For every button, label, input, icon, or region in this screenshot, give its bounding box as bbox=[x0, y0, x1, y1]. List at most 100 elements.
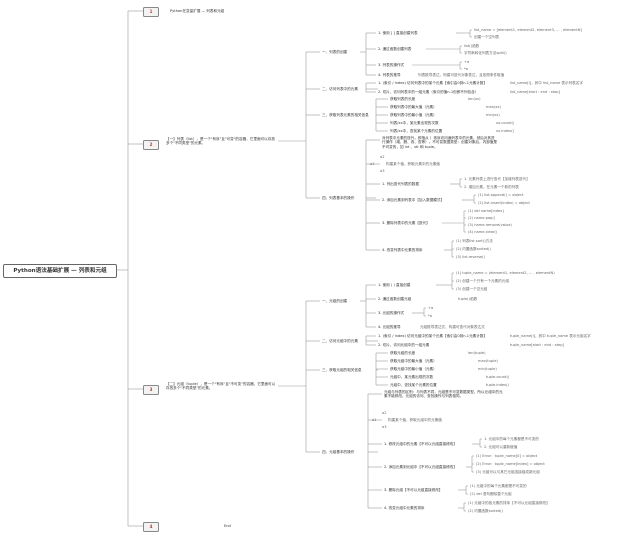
bottom-note: End bbox=[224, 524, 231, 528]
tuple-s3-i5[interactable]: 元组中，查找某个元素的位置 bbox=[390, 383, 437, 387]
list-s3-i4[interactable]: 列表/xx中，某元素出现的次数 bbox=[390, 121, 439, 125]
list-s3-title[interactable]: 三、获取列表元素的相关信息 bbox=[322, 113, 369, 117]
branch-tag-3[interactable]: 3 bbox=[143, 385, 159, 395]
list-s1-i3a: +a bbox=[464, 60, 470, 64]
list-s4-i1a: 1. 元素列表上进行迭代【加增列表迭代】 bbox=[464, 177, 530, 181]
tuple-s3-i3a: min(tuple) bbox=[478, 367, 497, 371]
list-s2-i2a: list_name[start : end : step] bbox=[510, 90, 560, 94]
list-s4-i2a: (1) list.append() = object bbox=[478, 193, 524, 197]
list-s1-i2a: list()函数 bbox=[464, 44, 480, 48]
branch-tag-2[interactable]: 2 bbox=[143, 140, 159, 150]
list-s1-i3[interactable]: 3. 列表的操作式 bbox=[378, 63, 405, 67]
list-s4-i3b: (2) name.pop() bbox=[468, 216, 496, 220]
tuple-intro[interactable]: 【二】元组（tuple），是一个"有序"且"不可变"的容器，它里面可以存放多个"… bbox=[166, 382, 276, 391]
list-s4-i4c: (3) list.reverse() bbox=[456, 255, 485, 259]
list-s4-note: 对列表中元素的迭代，即指从 ）依序访问遍列表中的元素，然后对其进行操作（增、删、… bbox=[382, 136, 497, 149]
list-s1-i4[interactable]: 4. 列表的推导 bbox=[378, 73, 401, 77]
tuple-s4-i3[interactable]: 3. 删除元组【不可以元组直接修改】 bbox=[384, 488, 443, 492]
list-s1-i2b: 字符串转化列表方法split() bbox=[464, 51, 507, 55]
tuple-s1-i3[interactable]: 3. 元组的操作式 bbox=[378, 311, 405, 315]
list-s3-i1[interactable]: 获取列表的长度 bbox=[390, 97, 416, 101]
tuple-s4-i2c: (3) 元组可以与其它元组连接组成新元组 bbox=[476, 470, 540, 474]
tuple-s3-title[interactable]: 三、获取元组的相关信息 bbox=[322, 368, 362, 372]
list-s1-title[interactable]: 一、列表的创建 bbox=[322, 50, 348, 54]
list-s3-i1a: len(xx) bbox=[468, 97, 481, 101]
top-note: Python在变量扩展 — 列表和元组 bbox=[170, 9, 225, 13]
tuple-s4-note: 元组与列表的区别：与列表不同，元组是不可变数据类型，所以元组中的元素不能修改。元… bbox=[384, 390, 503, 399]
list-s1-i1b: 创建一个空列表 bbox=[474, 35, 500, 39]
tuple-s2-i1[interactable]: 1. (索引 / index) 访问元组中的某个元素【索引由0到n-1元素计数】 bbox=[378, 334, 488, 338]
list-s4-i4a: (1) 列表list.sort()方法 bbox=[456, 239, 493, 243]
list-s2-title[interactable]: 二、访问列表中的元素 bbox=[322, 87, 358, 91]
list-s2-i1a: list_name[i]，其中 list_name 表示列表名字 bbox=[510, 81, 583, 85]
tuple-s4-i4b: (2) 内置函数sorted() bbox=[468, 509, 503, 513]
tuple-s3-i4a: tuple.count() bbox=[486, 375, 510, 379]
tuple-s1-i1c: (3) 创建一个空元组 bbox=[456, 287, 488, 291]
list-s4-i0a: a2 bbox=[380, 155, 385, 159]
tuple-s3-i2[interactable]: 获取元组中的最大值（元素） bbox=[390, 359, 437, 363]
tuple-s1-i1a: (1) tuple_name = (element1, element2, ..… bbox=[456, 271, 555, 275]
list-s1-i4a: 列表推导表达，构建可迭代对象表达，且依照条件取值 bbox=[418, 73, 505, 77]
tuple-s2-i2a: tuple_name[start : end : step] bbox=[510, 343, 564, 347]
list-s4-title[interactable]: 四、列表基本的操作 bbox=[322, 196, 355, 200]
list-s1-i3b: *a bbox=[464, 67, 468, 71]
tuple-s3-i3[interactable]: 获取元组中的最小值（元素） bbox=[390, 367, 437, 371]
branch-tag-1[interactable]: 1 bbox=[143, 7, 159, 17]
tuple-s2-title[interactable]: 二、访问元组中的元素 bbox=[322, 339, 358, 343]
list-s4-i0b: a1 bbox=[370, 162, 375, 166]
tuple-s1-i4a: 元组推导表达式、构建可迭代对象表达式 bbox=[420, 325, 485, 329]
tuple-s4-i1a: 1. 元组中的每个元素都是不可变的 bbox=[484, 437, 539, 441]
list-s4-i3d: (4) name.clear() bbox=[468, 230, 498, 234]
list-s1-i1a: list_name = [element1, element2, element… bbox=[474, 28, 582, 32]
list-s1-i2[interactable]: 2. 通过函数创建列表 bbox=[378, 47, 412, 51]
list-s4-i4b: (2) 内置函数sorted() bbox=[456, 247, 491, 251]
tuple-s1-i3b: *a bbox=[428, 314, 432, 318]
list-s3-i5a: xx.index() bbox=[496, 129, 515, 133]
tuple-s4-i0b: a1 bbox=[372, 418, 377, 422]
tuple-s4-i2a: (1) Error：tuple_name[0] = object bbox=[476, 454, 538, 458]
tuple-s3-i1[interactable]: 获取元组的长度 bbox=[390, 351, 416, 355]
tuple-s4-i0c: 构建某个值，获取元组中的元素值 bbox=[388, 418, 442, 422]
tuple-s1-i1[interactable]: 1. 使用 ( ) 直接创建 bbox=[378, 283, 411, 287]
tuple-s3-i1a: len(tuple) bbox=[468, 351, 486, 355]
list-s3-i4a: xx.count() bbox=[496, 121, 515, 125]
tuple-s1-i4[interactable]: 4. 元组的推导 bbox=[378, 325, 401, 329]
list-s4-i4[interactable]: 4. 改变列表中元素的排序 bbox=[382, 248, 423, 252]
list-s4-i1[interactable]: 1. 列出迭代列表的数据 bbox=[382, 182, 419, 186]
list-s3-i5[interactable]: 列表/xx中，查找某个元素的位置 bbox=[390, 129, 443, 133]
list-s4-i2b: (2) list.insert(index) = object bbox=[478, 201, 530, 205]
list-s3-i3[interactable]: 获取列表中的最小值（元素） bbox=[390, 113, 437, 117]
list-s3-i3a: min(xx) bbox=[486, 113, 500, 117]
tuple-s1-i2a: tuple()函数 bbox=[458, 297, 478, 301]
tuple-s1-title[interactable]: 一、元组的创建 bbox=[322, 299, 348, 303]
list-s3-i2[interactable]: 获取列表中的最大值（元素） bbox=[390, 105, 437, 109]
list-s4-i3[interactable]: 3. 删除列表中的元素【迭代】 bbox=[382, 221, 430, 225]
list-s4-i1b: 2. 增加元素，在元素一个新的列表 bbox=[464, 185, 519, 189]
list-s4-i0c: 构建某个值，获取元素中的元素值 bbox=[386, 162, 440, 166]
list-s2-i1[interactable]: 1. (索引 / index) 访问列表中的某个元素【索引由0到n-1元素计数】 bbox=[378, 81, 488, 85]
tuple-s1-i3a: +a bbox=[428, 306, 434, 310]
list-s1-i1[interactable]: 1. 使用 [ ] 直接创建列表 bbox=[378, 31, 418, 35]
list-s4-i3c: (3) name.remove(value) bbox=[468, 223, 512, 227]
tuple-s4-i3a: (1) 元组中的每个元素都是不可变的 bbox=[470, 484, 527, 488]
tuple-s4-i2b: (2) Error：tuple_name[index] = object bbox=[476, 462, 545, 466]
tuple-s4-title[interactable]: 四、元组基本的操作 bbox=[322, 450, 355, 454]
list-s4-i2[interactable]: 2. 添加元素到列表中【加入数据模式】 bbox=[382, 198, 445, 202]
tuple-s4-i0d: a3 bbox=[382, 425, 387, 429]
root-node[interactable]: Python语法基础扩展 — 列表和元组 bbox=[3, 264, 117, 278]
tuple-s4-i4[interactable]: 4. 改变元组中元素的排序 bbox=[384, 506, 425, 510]
list-intro[interactable]: 【一】列表（list），是一个"有序"且"可变"的容器，它里面可以存放多个"不同… bbox=[166, 137, 275, 146]
branch-tag-4[interactable]: 4 bbox=[143, 522, 159, 532]
tuple-s4-i1[interactable]: 1. 修改元组中的元素【不可以元组直接修改】 bbox=[384, 442, 457, 446]
list-s2-i2[interactable]: 2. 切片，访问列表中的一组元素（索引的值n-1但即不列包含） bbox=[378, 90, 479, 94]
tuple-s3-i4[interactable]: 元组中，某元素出现的次数 bbox=[390, 375, 434, 379]
tuple-s4-i2[interactable]: 2. 添加元素到元组中【不可以元组直接修改】 bbox=[384, 465, 457, 469]
tuple-s1-i2[interactable]: 2. 通过函数创建元组 bbox=[378, 297, 412, 301]
tuple-s4-i1b: 2. 元组可以重新赋值 bbox=[484, 445, 518, 449]
tuple-s2-i2[interactable]: 2. 切片，访问元组中的一组元素 bbox=[378, 343, 430, 347]
list-s3-i2a: max(xx) bbox=[486, 105, 501, 109]
tuple-s4-i3b: (2) del 语句删除整个元组 bbox=[470, 492, 512, 496]
tuple-s4-i0a: a2 bbox=[382, 411, 387, 415]
list-s4-i3a: (1) del name[index] bbox=[468, 209, 504, 213]
